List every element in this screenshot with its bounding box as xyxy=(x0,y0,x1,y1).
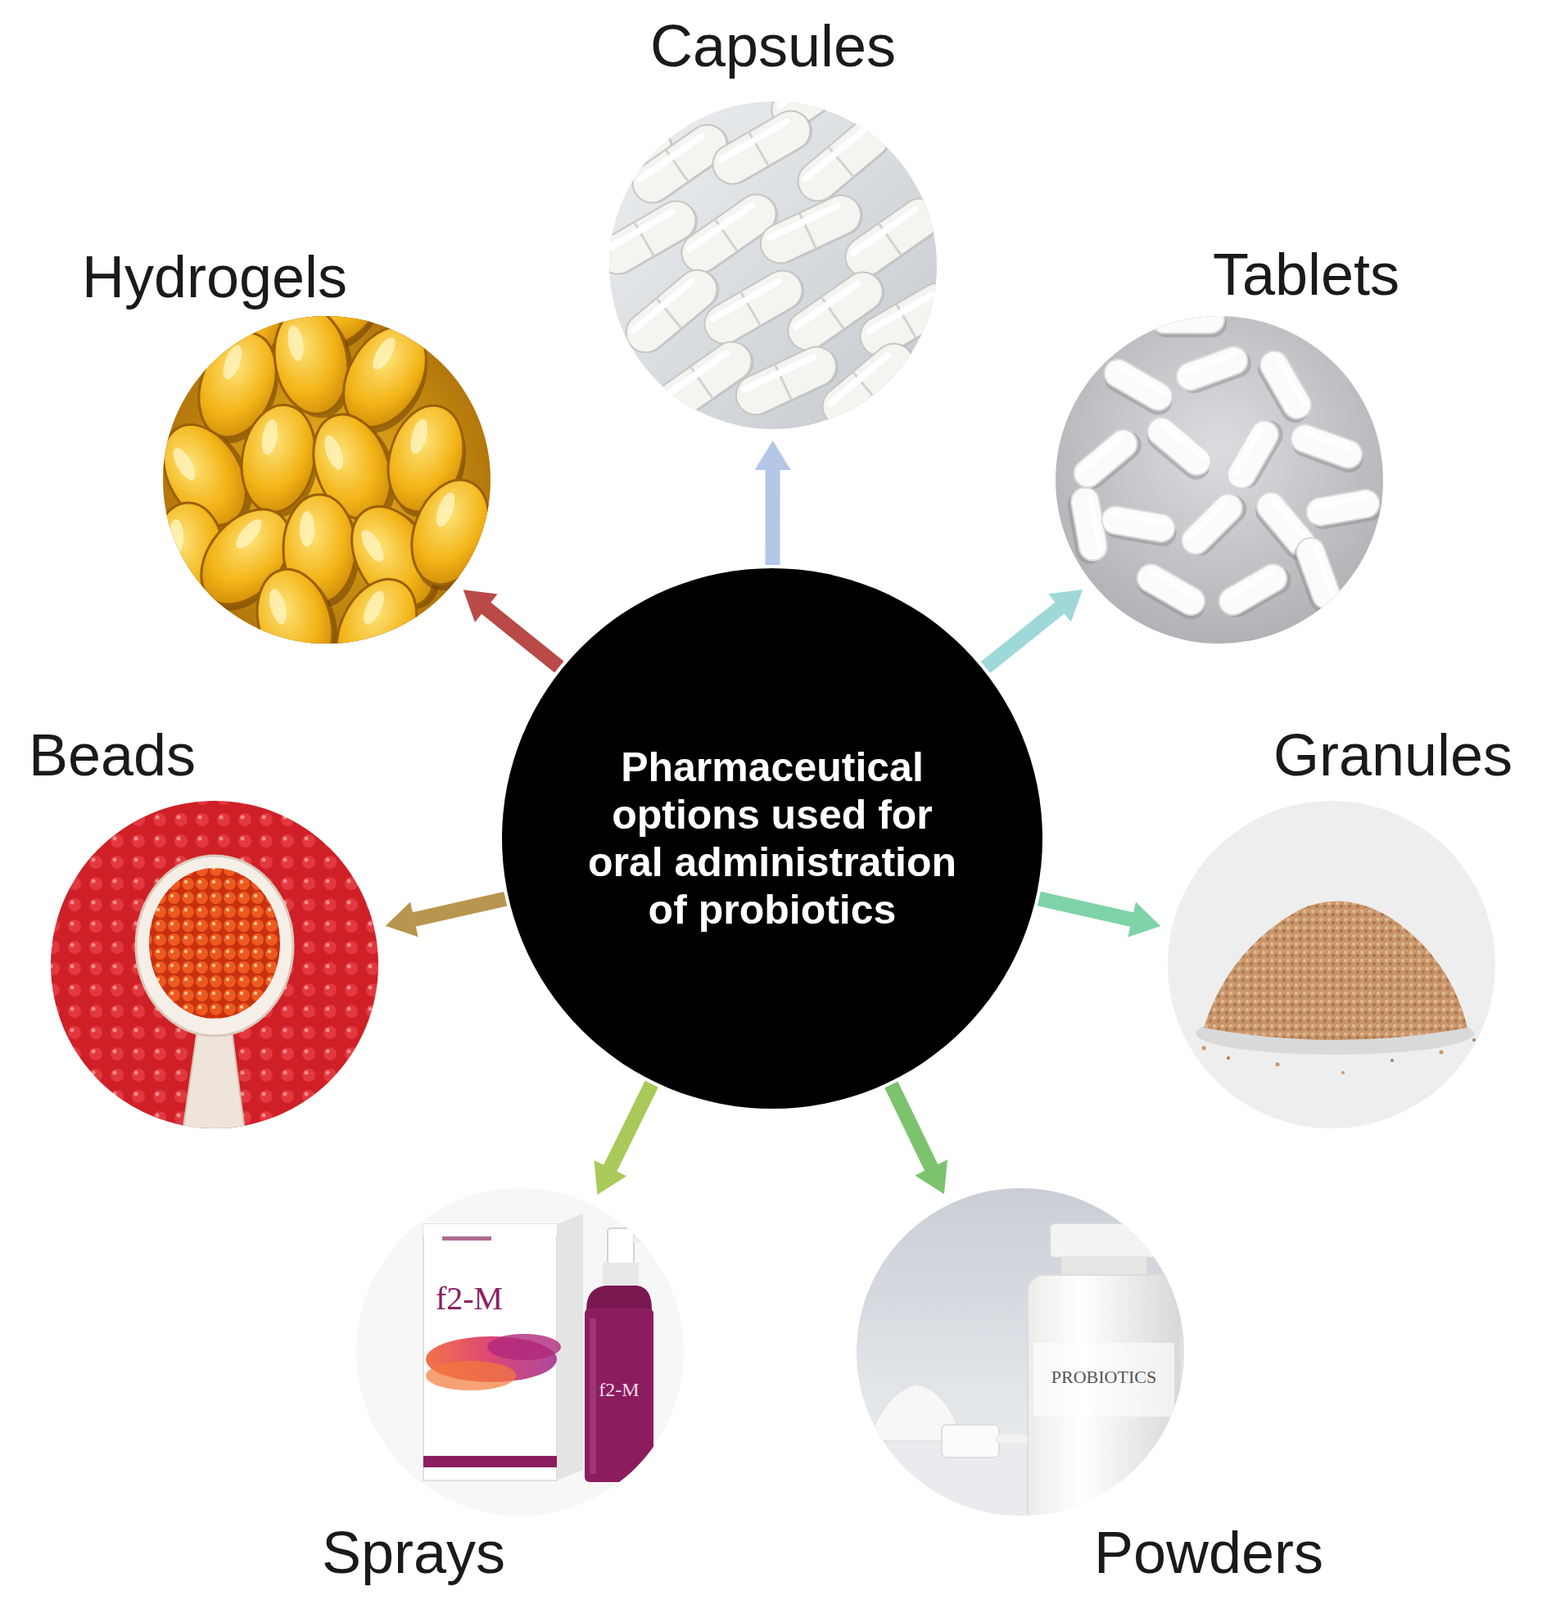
product-name: f2-M xyxy=(598,1379,639,1402)
tablets-photo-part xyxy=(1304,487,1385,533)
sprays-photo-part xyxy=(425,1361,516,1391)
hydrogels-photo-part xyxy=(319,566,437,701)
granules-photo-part xyxy=(1226,1056,1230,1060)
sprays-photo xyxy=(356,1188,684,1516)
option-label: Beads xyxy=(28,722,196,789)
beads-photo-part xyxy=(181,1023,246,1139)
sprays-photo-part xyxy=(356,1188,684,1516)
beads-photo-part xyxy=(135,855,294,1036)
tablets-photo-part xyxy=(1055,316,1384,644)
tablets-photo-part xyxy=(1222,413,1289,496)
tablets-photo-part xyxy=(1098,503,1180,549)
granules-photo-part xyxy=(1390,1058,1394,1063)
tablets-photo-part xyxy=(1097,354,1180,421)
sprays-photo-part xyxy=(607,1228,634,1265)
sprays-photo-part xyxy=(442,1236,492,1241)
granules-photo-part xyxy=(1203,901,1468,1040)
option-label: Tablets xyxy=(1212,241,1400,308)
powders-photo-part xyxy=(1033,1342,1175,1417)
granules-photo xyxy=(1167,800,1496,1129)
option-label: Sprays xyxy=(321,1519,506,1587)
beads-photo-part xyxy=(149,868,281,1019)
tablets-photo-part xyxy=(1288,533,1345,617)
block-arrow xyxy=(884,1081,948,1195)
option-circle: Beads xyxy=(50,800,379,1129)
powders-photo xyxy=(856,1188,1185,1538)
tablets-photo-part xyxy=(1175,486,1253,563)
sprays-photo-part xyxy=(602,1262,639,1288)
granules-photo-part xyxy=(1341,1071,1345,1075)
sprays-photo-part xyxy=(423,1456,557,1468)
capsules-photo-part xyxy=(837,189,950,286)
granules-photo-part xyxy=(1202,1046,1207,1051)
granules-photo-part xyxy=(1472,1038,1476,1042)
sprays-photo-part xyxy=(632,1236,644,1244)
tablets-photo-part xyxy=(1150,305,1227,338)
product-name: f2-M xyxy=(435,1279,503,1318)
option-label: Capsules xyxy=(650,13,896,80)
option-label: Granules xyxy=(1273,722,1513,789)
powders-photo-part xyxy=(941,1424,1000,1458)
granules-photo-part xyxy=(1275,1062,1280,1068)
powders-photo-part xyxy=(1049,1223,1158,1258)
powders-photo-part xyxy=(1027,1275,1181,1538)
tablets-photo xyxy=(1055,305,1385,644)
option-circle: Powders xyxy=(856,1188,1185,1516)
center-circle: Pharmaceutical options used for oral adm… xyxy=(501,568,1043,1109)
block-arrow xyxy=(463,589,565,673)
granules-photo-part xyxy=(1167,800,1496,1129)
hydrogels-photo-part xyxy=(245,560,349,689)
granules-photo-part xyxy=(1439,1050,1444,1055)
powders-photo-part xyxy=(994,1434,1028,1443)
option-circle: Hydrogels xyxy=(162,316,491,644)
bottle-label: PROBIOTICS xyxy=(1051,1366,1157,1389)
option-label: Powders xyxy=(1094,1519,1324,1587)
tablets-photo-part xyxy=(1251,346,1317,429)
capsules-photo xyxy=(566,37,968,436)
hydrogels-photo-part xyxy=(396,469,507,602)
option-circle: Sprays xyxy=(356,1188,684,1516)
block-arrow xyxy=(1037,891,1161,938)
tablets-photo-part xyxy=(1139,411,1218,486)
tablets-photo-part xyxy=(1130,559,1212,625)
capsules-photo-part xyxy=(814,334,924,436)
sprays-photo-part xyxy=(487,1333,561,1361)
block-arrow xyxy=(755,440,792,566)
option-circle: Granules xyxy=(1167,800,1496,1129)
sprays-photo-part xyxy=(586,1285,652,1311)
sprays-photo-part xyxy=(423,1224,557,1236)
tablets-photo-part xyxy=(1285,420,1369,477)
tablets-photo-part xyxy=(1172,342,1256,398)
option-circle: Capsules xyxy=(609,101,937,430)
block-arrow xyxy=(385,891,508,937)
block-arrow xyxy=(594,1080,659,1195)
option-circle: Tablets xyxy=(1055,316,1384,644)
option-label: Hydrogels xyxy=(81,244,348,311)
sprays-photo-part xyxy=(589,1318,597,1475)
beads-photo xyxy=(50,800,379,1139)
tablets-photo-part xyxy=(1068,422,1148,497)
block-arrow xyxy=(981,589,1083,674)
sprays-photo-part xyxy=(584,1308,654,1483)
tablets-photo-part xyxy=(1214,557,1297,624)
center-title: Pharmaceutical options used for oral adm… xyxy=(579,743,965,934)
